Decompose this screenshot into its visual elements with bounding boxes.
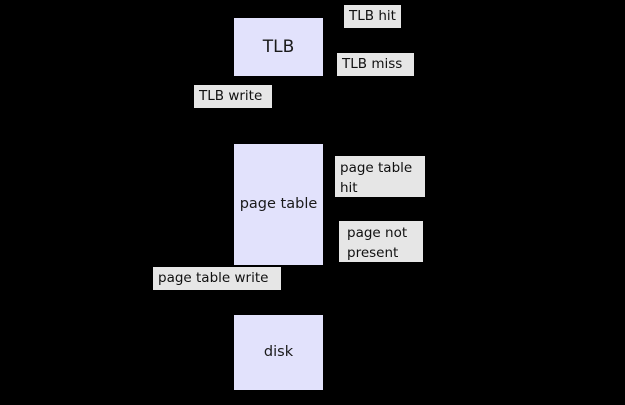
edge-label-page-table-hit: page table hit: [335, 156, 425, 197]
edge-label-tlb-miss: TLB miss: [337, 53, 414, 76]
edge-label-tlb-hit: TLB hit: [344, 5, 401, 28]
edge-label-page-table-write: page table write: [153, 267, 281, 290]
edge-label-page-not-present: page not present: [339, 221, 423, 262]
block-disk[interactable]: disk: [234, 315, 323, 390]
block-tlb-label: TLB: [262, 36, 295, 57]
block-page-table-label: page table: [239, 195, 318, 212]
edge-label-tlb-write: TLB write: [194, 85, 272, 108]
block-tlb[interactable]: TLB: [234, 18, 323, 76]
block-page-table[interactable]: page table: [234, 144, 323, 265]
block-disk-label: disk: [263, 343, 294, 360]
